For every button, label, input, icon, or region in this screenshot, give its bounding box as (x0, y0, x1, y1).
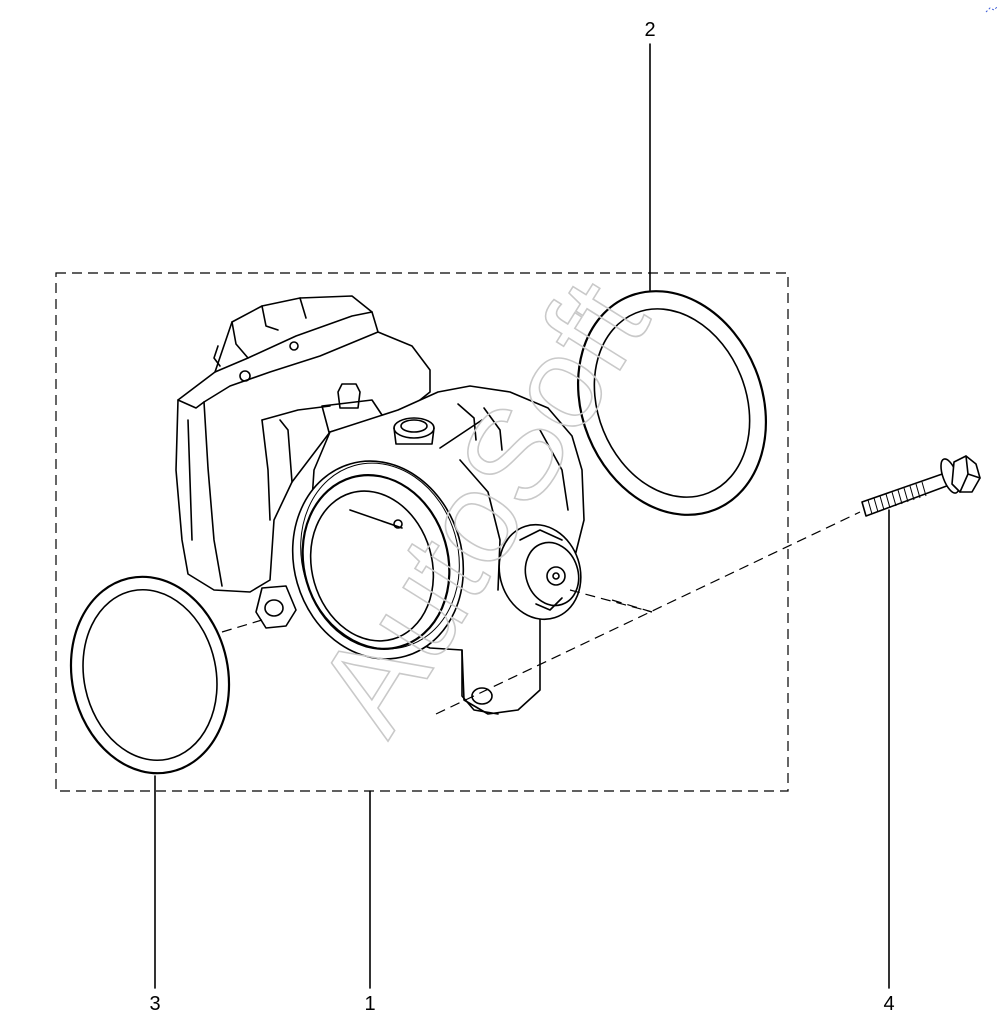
part-3-seal-ring[interactable] (53, 562, 247, 788)
callout-label-4: 4 (883, 993, 894, 1015)
assembly-boundary-box (55, 272, 789, 792)
leader-lines (154, 43, 890, 989)
corner-mark (985, 5, 999, 13)
part-4-bolt[interactable] (861, 455, 981, 517)
callout-label-2: 2 (644, 19, 655, 41)
callout-label-1: 1 (364, 993, 375, 1015)
assembly-center-lines (221, 511, 861, 715)
part-2-seal-ring[interactable] (545, 263, 798, 544)
part-1-throttle-body[interactable] (175, 295, 593, 715)
callout-label-3: 3 (149, 993, 160, 1015)
